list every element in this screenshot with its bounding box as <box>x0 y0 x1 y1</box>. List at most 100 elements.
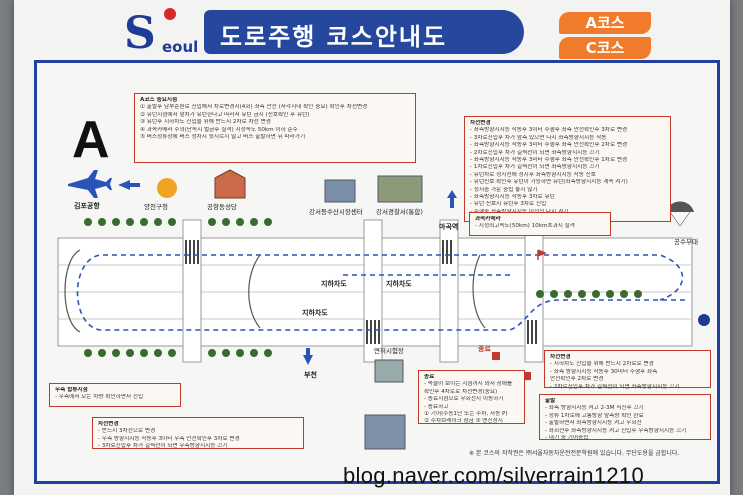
arrow-up-icon <box>447 190 457 208</box>
blog-watermark: blog.naver.com/silverrain1210 <box>343 463 644 488</box>
note-main-line: ② 유턴지점에서 앞차가 유턴한다고 따라서 유턴 금지 (신호확인 후 유턴) <box>140 111 310 118</box>
note-main-header: A코스 중요지점 <box>140 97 178 103</box>
note-line: - 좌측방향지시등 작동후 3차로 유턴 <box>470 194 555 201</box>
note-line: - 대기 중 기어중립 <box>545 435 589 442</box>
place-gimpo: 김포공항 <box>74 202 100 210</box>
note-line: - 목슬이 보이는 지점까지 와서 장애를 <box>424 381 513 388</box>
place-arrive: 종료 <box>478 345 491 353</box>
note-line: ② 주차브레이크 잠금 ③ 엔진정지 <box>424 418 503 425</box>
note-lane-change-top: 차선변경 - 좌측방향지시등 작동후 3이터 주행후 좌측 안전확인후 3차로 … <box>464 116 671 222</box>
place-gonghang: 공항동성당 <box>207 203 237 211</box>
course-map-sheet: S eoul 도로주행 코스안내도 A코스 C코스 A <box>14 0 730 495</box>
place-underpass-2: 지하차도 <box>386 280 412 288</box>
note-line: - 좌측방향지시등 작동후 3미터 주행후 좌측 안전확인후 1차로 변경 <box>470 157 628 164</box>
note-line: - 종료지점으로 우회전시 이동하기 <box>424 396 504 403</box>
place-license: 면허시험장 <box>374 347 404 355</box>
note-line: - 2차로진입후 차가 길찍선이 되면 좌측방향지시등 끄기 <box>550 383 680 390</box>
arrow-left-icon <box>118 180 140 190</box>
parachute-icon <box>666 201 694 212</box>
note-line: - 종료하고 <box>424 403 449 410</box>
place-paratroop: 공수부대 <box>674 238 698 246</box>
arrow-down-icon <box>303 348 313 365</box>
note-speed-camera: 과속카메라 - 지정최고속도(50km) 10km초과시 실격 <box>469 212 611 236</box>
place-magok: 마곡역 <box>439 223 459 231</box>
note-main: A코스 중요지점 ① 출발후 남부순환로 진입해서 차로변경시(4회) 좌측 안… <box>134 93 416 163</box>
note-line: - 2차로진입후 차가 길찍선이 되면 좌측방향지시등 끄기 <box>470 149 600 156</box>
note-line: - 지정최고속도(50km) 10km초과시 실격 <box>475 223 575 230</box>
note-line: - 반드시 3차선으로 변경 <box>98 428 156 435</box>
course-route <box>76 254 685 331</box>
note-main-line: ④ 과속카메라 주의(단속시 벌금후 실격) 지정속도 50km 이하 준수 <box>140 126 298 133</box>
badge-course-c: C코스 <box>559 37 651 59</box>
start-flag-icon <box>537 249 547 260</box>
place-bucheon: 부천 <box>304 371 317 379</box>
note-main-line: ① 출발후 남부순환로 진입해서 차로변경시(4회) 좌측 안전 (사각지대 확… <box>140 104 368 111</box>
note-line: ① 기어(수동1단 또는 주차, 자동 P) <box>424 411 508 418</box>
note-header: 차선변경 <box>550 354 571 360</box>
place-gangseo-water: 강서등수산시장센터 <box>309 208 363 216</box>
note-line: - 좌측방향지시등 작동후 3미터 주행후 좌측 안전확인후 2차로 변경 <box>470 142 628 149</box>
page-title: 도로주행 코스안내도 <box>220 23 448 51</box>
note-main-line: ③ 유턴후 지하차도 진입을 위해 반드시 2차로 차선 변경 <box>140 119 271 126</box>
tree-row-top <box>84 218 272 226</box>
note-line: - 유턴신호 확인후 유턴이 가능하면 유턴(좌측방향지시등 계속 켜기) <box>470 179 628 186</box>
place-gangseo-police: 강서경찰서(통합) <box>376 208 423 216</box>
note-line: - 1차로진입후 차가 길찍선이 되면 좌측방향지시등 끄기 <box>470 164 600 171</box>
logo-word: eoul <box>162 38 199 56</box>
yangcheon-logo-icon <box>157 178 177 198</box>
note-line: - 유턴 신호시 유턴후 3차로 진입 <box>470 201 547 208</box>
note-line: - 좌회전후 좌측방향지시등 켜고 진입후 우측방향지시등 끄기 <box>545 427 687 434</box>
note-line: 안전확인후 2차로 변경 <box>550 376 604 383</box>
place-underpass-3: 지하차도 <box>302 309 328 317</box>
note-stop: 종료 - 목슬이 보이는 지점까지 와서 장애를 확인후 4차로로 차선변경(중… <box>418 370 525 424</box>
note-header: 출발 <box>545 398 556 404</box>
logo-dot-icon <box>164 8 176 20</box>
church-icon <box>214 169 246 199</box>
note-header: 차선변경 <box>470 120 491 126</box>
crosswalks <box>185 240 537 344</box>
title-banner: 도로주행 코스안내도 <box>204 10 524 54</box>
note-lane-change-right: 차선변경 - 지하차도 진입을 위해 반드시 2차로로 변경 - 좌측 방향지시… <box>544 350 711 390</box>
note-line: 확인후 4차로로 차선변경(중요) <box>424 388 498 395</box>
badge-course-a: A코스 <box>559 12 651 34</box>
note-line: - 3차로진입후 차가 앞측 있으면 다시 좌측방향지시등 작동 <box>470 134 607 141</box>
note-lane-change-bottom: 차선변경 - 반드시 3차선으로 변경 - 우측 방향지시등 작동후 3이터 우… <box>92 417 304 449</box>
note-main-line: ⑤ 버스정류장에 버스 정차시 뒷지르지 말고 버스 출발하면 뒤 따라가기 <box>140 134 306 141</box>
note-line: - 3차로진입후 차가 길찍선이 되면 우측방향지시등 끄기 <box>98 443 228 450</box>
note-line: - 좌측방향지시등 작동후 3이터 주행후 좌측 안전확인후 3차로 변경 <box>470 127 628 134</box>
note-header: 종료 <box>424 374 435 380</box>
building-photo-icon <box>377 175 423 203</box>
place-underpass-1: 지하차도 <box>321 280 347 288</box>
course-letter: A <box>72 111 110 169</box>
tree-row-bottom <box>84 349 272 357</box>
copyright-footer: ※ 본 코스의 저작권은 ㈜서울자동차운전전문학원에 있습니다. 무단도용을 금… <box>469 450 680 457</box>
note-line: - 출발하면서 좌측방향지시등 켜고 우회전 <box>545 420 642 427</box>
note-header: 차선변경 <box>98 421 119 427</box>
note-line: - 정류 1차로에 고통방향 앞측량 확인 완료 <box>545 412 644 419</box>
note-line: - 유턴차로 정지선에 정지후 좌측방향지시등 작동 신호 <box>470 171 596 178</box>
note-line: - 정지중 가운 중립 놓지 않기 <box>470 186 538 193</box>
note-header: 우측 합류지점 <box>55 387 88 393</box>
building-icon <box>324 179 356 203</box>
place-yangcheon: 양천구청 <box>144 203 168 211</box>
tree-row-right <box>536 290 642 298</box>
uturn-loops <box>64 249 486 333</box>
note-line: - 좌측 방향지시등 켜고 2-3M 직진후 끄기 <box>545 405 644 412</box>
note-line: - 우측에서 오는 차량 확인하면서 진입 <box>55 394 144 401</box>
note-line: - 우측 방향지시등 작동후 3이터 우측 안전확인후 3차로 변경 <box>98 435 240 442</box>
note-line: - 주행중 좌측방향지시등 이전전 다시 켜기 <box>470 209 665 216</box>
bus-stop-icon <box>492 352 500 360</box>
route-end-icon <box>698 314 710 326</box>
license-center-icon <box>374 359 404 383</box>
note-line: - 지하차도 진입을 위해 반드시 2차로로 변경 <box>550 361 654 368</box>
note-header: 과속카메라 <box>475 216 501 222</box>
road-map <box>57 169 710 450</box>
logo-letter: S <box>124 8 156 59</box>
airplane-icon <box>68 170 112 198</box>
note-merge: 우측 합류지점 - 우측에서 오는 차량 확인하면서 진입 <box>49 383 181 407</box>
note-depart: 출발 - 좌측 방향지시등 켜고 2-3M 직진후 끄기 - 정류 1차로에 고… <box>539 394 711 442</box>
note-line: - 좌측 방향지시등 작동후 30미터 주행후 좌측 <box>550 368 658 375</box>
bus-stop-icon <box>523 372 531 380</box>
big-building-icon <box>364 414 406 450</box>
seoul-logo: S eoul <box>124 4 224 60</box>
